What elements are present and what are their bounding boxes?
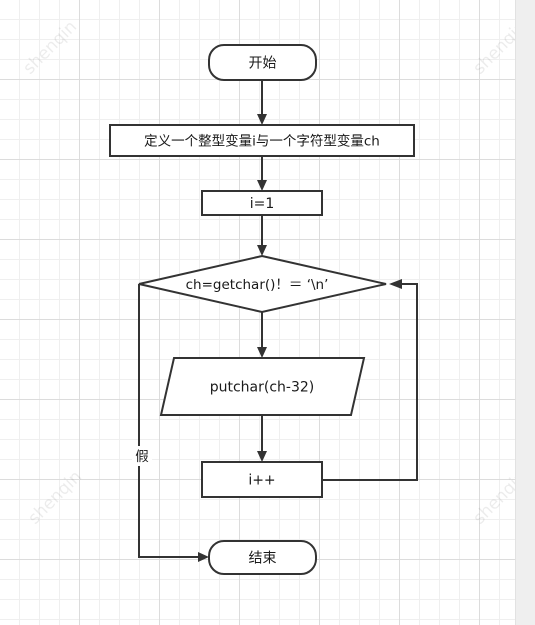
init-label: i=1 <box>250 196 275 212</box>
arrow-head <box>389 279 402 289</box>
declare-process-box <box>109 124 415 157</box>
arrow-head <box>257 347 267 358</box>
end-node[interactable]: 结束 <box>208 540 317 575</box>
watermark: shenqin <box>19 17 81 79</box>
end-label: 结束 <box>249 551 277 567</box>
init-process-box <box>201 190 323 216</box>
canvas-scrollbar[interactable] <box>515 0 535 625</box>
arrow-head <box>257 451 267 462</box>
output-io-parallelogram <box>159 357 366 416</box>
declare-node[interactable]: 定义一个整型变量i与一个字符型变量ch <box>109 124 415 157</box>
connectors <box>138 80 418 562</box>
arrow-head <box>257 245 267 256</box>
arrow-head <box>257 114 267 125</box>
start-label: 开始 <box>249 56 277 72</box>
condition-label: ch=getchar()！＝ ‘\n’ <box>186 277 329 293</box>
false-label-bg <box>132 446 152 466</box>
watermark: shenqin <box>24 467 86 529</box>
edge-loop-back <box>322 283 418 481</box>
condition-decision-diamond <box>138 254 387 314</box>
init-node[interactable]: i=1 <box>201 190 323 216</box>
increment-process-box <box>201 461 323 498</box>
watermark: shenqin <box>469 467 515 529</box>
declare-label: 定义一个整型变量i与一个字符型变量ch <box>144 134 380 150</box>
flowchart-canvas: shenqin shenqin shenqin shenqin 假 开始 定义一… <box>19 17 515 575</box>
edge-false-to-end <box>138 284 198 558</box>
output-node[interactable]: putchar(ch-32) <box>159 357 366 416</box>
increment-node[interactable]: i++ <box>201 461 323 498</box>
increment-label: i++ <box>248 473 275 489</box>
end-terminator <box>208 540 317 575</box>
start-terminator <box>208 44 317 81</box>
watermark: shenqin <box>469 17 515 79</box>
output-label: putchar(ch-32) <box>210 380 315 396</box>
start-node[interactable]: 开始 <box>208 44 317 81</box>
arrow-head <box>198 552 209 562</box>
arrow-head <box>257 180 267 191</box>
false-branch-label: 假 <box>135 449 149 465</box>
condition-node[interactable]: ch=getchar()！＝ ‘\n’ <box>138 254 387 314</box>
